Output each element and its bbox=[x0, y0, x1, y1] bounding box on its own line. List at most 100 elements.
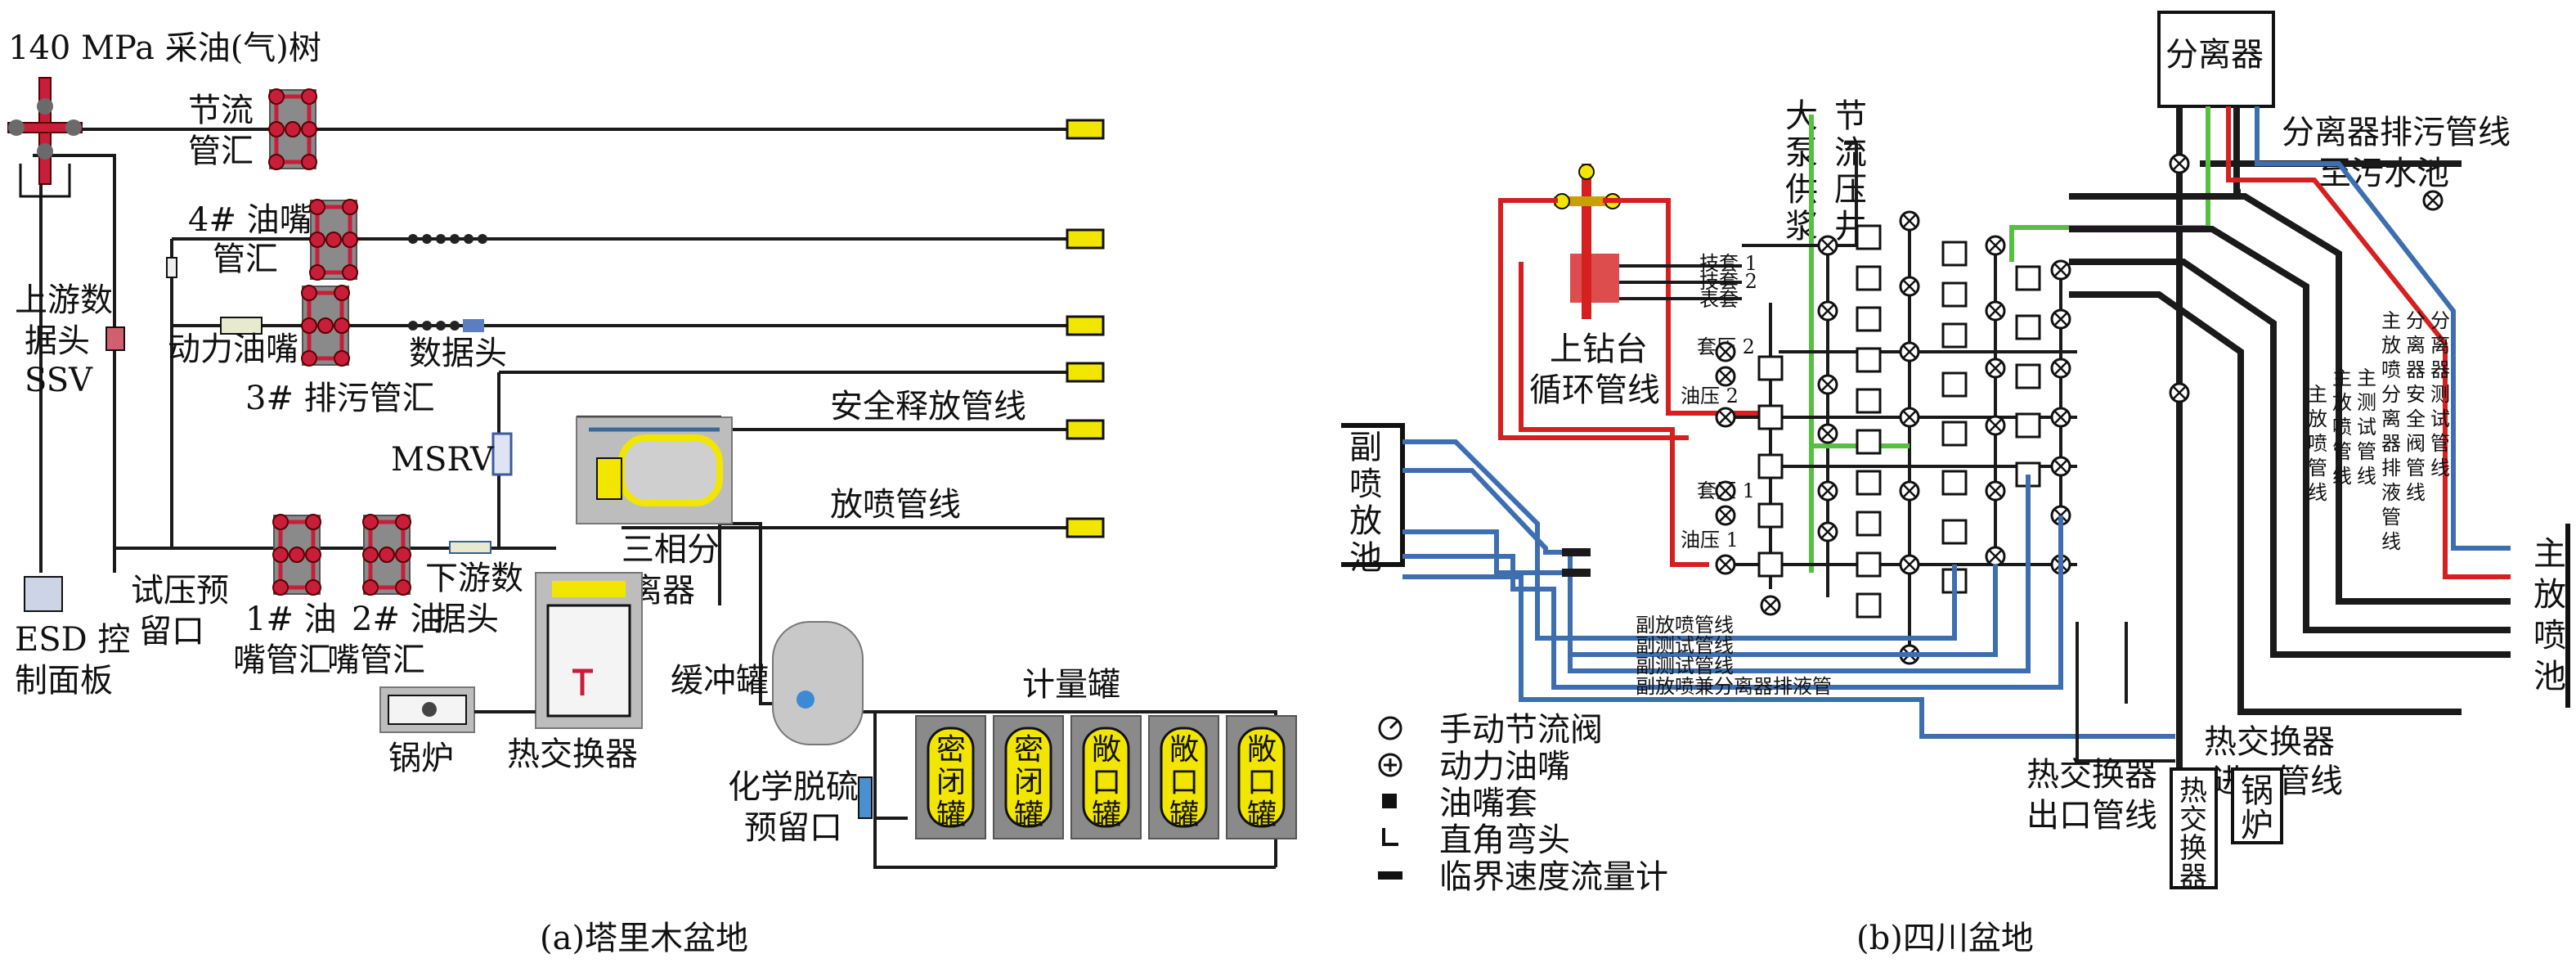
svg-text:管: 管 bbox=[2332, 440, 2352, 463]
label-test-2: 留口 bbox=[139, 613, 204, 650]
legend-nozzle-sleeve: 油嘴套 bbox=[1439, 785, 1537, 822]
boiler-a bbox=[379, 686, 536, 733]
buffer-tank bbox=[772, 621, 864, 745]
main-pit-4: 池 bbox=[2533, 658, 2566, 695]
tank-1: 密 闭 罐 bbox=[915, 715, 986, 839]
data-head-chain-1 bbox=[408, 234, 487, 244]
label-esd-2: 制面板 bbox=[15, 662, 113, 700]
label-data-head: 数据头 bbox=[409, 335, 507, 372]
label-press-2: 油压 2 bbox=[1681, 385, 1739, 407]
svg-text:测: 测 bbox=[2430, 383, 2450, 406]
svg-text:管: 管 bbox=[2357, 440, 2376, 463]
svg-text:闭: 闭 bbox=[1014, 766, 1043, 799]
svg-text:管: 管 bbox=[2406, 457, 2426, 479]
label-choke-1: 节流 bbox=[188, 92, 254, 129]
svg-text:分: 分 bbox=[2406, 309, 2426, 332]
label-hx-out-2: 出口管线 bbox=[2026, 797, 2157, 835]
caption-b: (b)四川盆地 bbox=[1856, 920, 2034, 957]
svg-text:换: 换 bbox=[2179, 832, 2207, 865]
main-pit-1: 主 bbox=[2533, 535, 2566, 573]
label-rig-1: 上钻台 bbox=[1550, 331, 1648, 368]
label-3p-1: 三相分 bbox=[622, 531, 720, 569]
manifold-grid bbox=[1715, 210, 2077, 665]
svg-text:主: 主 bbox=[2381, 309, 2401, 332]
svg-text:管: 管 bbox=[2308, 457, 2327, 479]
msrv-icon bbox=[491, 432, 513, 476]
svg-text:热: 热 bbox=[2179, 775, 2207, 808]
svg-text:敞: 敞 bbox=[1092, 733, 1121, 767]
label-choke-2: 管汇 bbox=[188, 133, 254, 170]
aux-pit-4: 池 bbox=[1349, 539, 1382, 577]
svg-text:测: 测 bbox=[2357, 391, 2376, 414]
svg-text:器: 器 bbox=[2430, 358, 2450, 381]
svg-text:罐: 罐 bbox=[1092, 799, 1121, 832]
choke-kill-label: 节 流 压 井 bbox=[1834, 97, 1867, 245]
svg-text:管: 管 bbox=[2381, 506, 2401, 529]
svg-text:液: 液 bbox=[2381, 481, 2401, 504]
svg-text:排: 排 bbox=[2381, 457, 2401, 479]
svg-text:罐: 罐 bbox=[1014, 799, 1043, 832]
svg-text:节: 节 bbox=[1834, 97, 1867, 135]
label-boiler-a: 锅炉 bbox=[388, 740, 454, 777]
svg-text:线: 线 bbox=[2357, 465, 2376, 488]
caption-a: (a)塔里木盆地 bbox=[540, 920, 748, 957]
label-up-2: 据头 bbox=[25, 322, 90, 360]
label-msrv: MSRV bbox=[391, 441, 495, 479]
hx-box bbox=[2170, 767, 2218, 889]
label-blowout-line: 放喷管线 bbox=[830, 486, 961, 524]
svg-text:主: 主 bbox=[2308, 383, 2327, 406]
data-head-chain-2 bbox=[408, 319, 484, 332]
svg-text:副放喷兼分离器排液管: 副放喷兼分离器排液管 bbox=[1636, 675, 1832, 698]
svg-text:炉: 炉 bbox=[2241, 807, 2273, 844]
label-casing-2: 技套 2 bbox=[1699, 270, 1757, 293]
svg-text:罐: 罐 bbox=[1169, 799, 1199, 832]
svg-text:主: 主 bbox=[2357, 367, 2376, 389]
tank-3: 敞 口 罐 bbox=[1070, 715, 1142, 839]
svg-text:试: 试 bbox=[2357, 416, 2376, 439]
heat-exchanger-a bbox=[535, 572, 643, 729]
svg-text:放: 放 bbox=[2332, 391, 2352, 414]
boiler-box bbox=[2231, 767, 2283, 844]
svg-text:线: 线 bbox=[2332, 465, 2352, 488]
tank-2: 密 闭 罐 bbox=[993, 715, 1064, 839]
label-esd-1: ESD 控 bbox=[15, 621, 130, 659]
label-rig-2: 循环管线 bbox=[1529, 371, 1660, 409]
label-test-1: 试压预 bbox=[131, 572, 229, 610]
svg-text:口: 口 bbox=[1092, 766, 1121, 799]
svg-text:线: 线 bbox=[2430, 457, 2450, 479]
label-n1-2: 嘴管汇 bbox=[233, 641, 331, 679]
label-n4-2: 管汇 bbox=[213, 241, 278, 278]
svg-text:喷: 喷 bbox=[2308, 432, 2327, 455]
power-nozzle-icon bbox=[220, 317, 263, 335]
label-n2-2: 嘴管汇 bbox=[327, 641, 425, 679]
svg-text:离: 离 bbox=[2381, 407, 2401, 430]
three-phase-separator bbox=[576, 416, 733, 524]
aux-pit-2: 喷 bbox=[1349, 466, 1382, 503]
legend-flowmeter: 临界速度流量计 bbox=[1439, 858, 1668, 896]
label-drain3: 3# 排污管汇 bbox=[245, 380, 435, 417]
label-press-4: 油压 1 bbox=[1681, 529, 1739, 551]
label-hx-out-1: 热交换器 bbox=[2026, 756, 2157, 794]
legend-power-nozzle: 动力油嘴 bbox=[1439, 748, 1570, 785]
svg-text:敞: 敞 bbox=[1247, 733, 1277, 767]
label-buffer: 缓冲罐 bbox=[671, 662, 769, 700]
svg-text:离: 离 bbox=[2406, 334, 2426, 357]
wellhead-b bbox=[1554, 164, 1621, 319]
label-n4-1: 4# 油嘴 bbox=[188, 201, 312, 239]
label-metering: 计量罐 bbox=[1022, 666, 1120, 704]
aux-line-labels: 副放喷管线 副测试管线 副测试管线 副放喷兼分离器排液管 bbox=[1636, 614, 1832, 698]
svg-text:分: 分 bbox=[2430, 309, 2450, 332]
svg-text:密: 密 bbox=[1014, 733, 1043, 767]
svg-text:全: 全 bbox=[2406, 407, 2426, 430]
esd-panel-icon bbox=[24, 576, 63, 612]
diagram-a: 140 MPa 采油(气)树 节流 管汇 4# 油嘴 管汇 动力油嘴 数据头 3… bbox=[7, 29, 1297, 957]
label-down-1: 下游数 bbox=[425, 560, 523, 597]
svg-text:密: 密 bbox=[936, 733, 966, 767]
svg-text:线: 线 bbox=[2381, 530, 2401, 553]
svg-text:压: 压 bbox=[1834, 171, 1867, 209]
svg-text:器: 器 bbox=[2381, 432, 2401, 455]
svg-text:离: 离 bbox=[2430, 334, 2450, 357]
svg-text:线: 线 bbox=[2406, 481, 2426, 504]
svg-text:分: 分 bbox=[2381, 383, 2401, 406]
main-pit-2: 放 bbox=[2533, 576, 2566, 614]
